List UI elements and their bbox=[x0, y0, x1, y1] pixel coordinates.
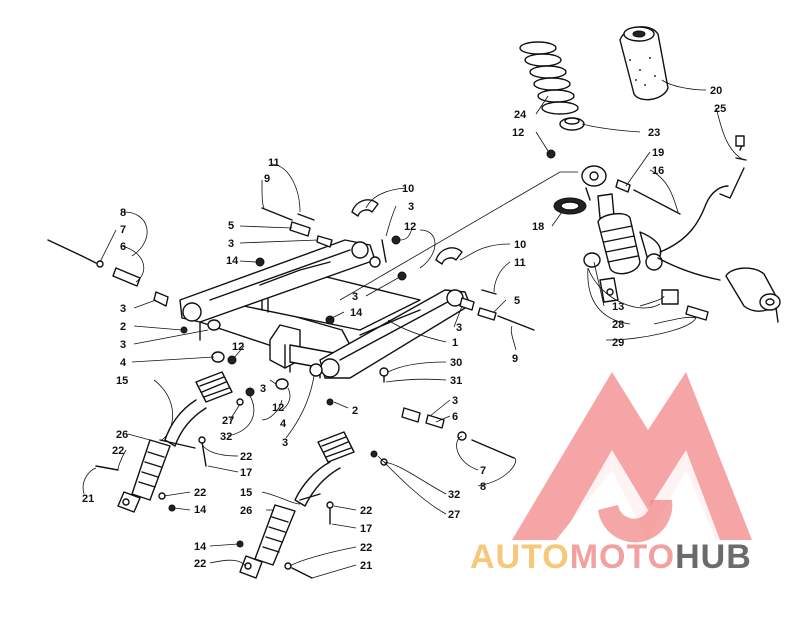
callout-17: 17 bbox=[360, 523, 372, 535]
callout-3: 3 bbox=[260, 383, 266, 395]
callout-numbers: 1 2 2 3 3 3 3 3 3 3 3 3 4 4 5 5 6 6 7 7 … bbox=[82, 85, 726, 572]
callout-3: 3 bbox=[408, 201, 414, 213]
callout-12: 12 bbox=[272, 402, 284, 414]
callout-15: 15 bbox=[116, 375, 128, 387]
callout-26: 26 bbox=[240, 505, 252, 517]
callout-6: 6 bbox=[452, 411, 458, 423]
callout-7: 7 bbox=[480, 465, 486, 477]
watermark-logo-icon bbox=[512, 372, 752, 543]
callout-18: 18 bbox=[532, 221, 544, 233]
callout-3: 3 bbox=[282, 437, 288, 449]
callout-9: 9 bbox=[264, 173, 270, 185]
callout-12: 12 bbox=[512, 127, 524, 139]
callout-3: 3 bbox=[352, 291, 358, 303]
left-foot-rest bbox=[95, 371, 255, 513]
callout-10: 10 bbox=[402, 183, 414, 195]
callout-14: 14 bbox=[194, 541, 207, 553]
callout-5: 5 bbox=[514, 295, 520, 307]
callout-28: 28 bbox=[612, 319, 624, 331]
callout-32: 32 bbox=[220, 431, 232, 443]
callout-26: 26 bbox=[116, 429, 128, 441]
callout-22: 22 bbox=[112, 445, 124, 457]
callout-3: 3 bbox=[120, 303, 126, 315]
callout-3: 3 bbox=[456, 322, 462, 334]
callout-25: 25 bbox=[714, 103, 726, 115]
callout-30: 30 bbox=[450, 357, 462, 369]
callout-14: 14 bbox=[226, 255, 239, 267]
callout-1: 1 bbox=[452, 337, 458, 349]
callout-8: 8 bbox=[480, 481, 486, 493]
watermark-hub: HUB bbox=[675, 538, 752, 576]
callout-22: 22 bbox=[360, 542, 372, 554]
callout-2: 2 bbox=[120, 321, 126, 333]
callout-32: 32 bbox=[448, 489, 460, 501]
callout-27: 27 bbox=[448, 509, 460, 521]
callout-12: 12 bbox=[404, 221, 416, 233]
callout-23: 23 bbox=[648, 127, 660, 139]
callout-11: 11 bbox=[514, 257, 526, 269]
callout-3: 3 bbox=[120, 339, 126, 351]
rubber-boot bbox=[619, 26, 669, 101]
callout-12: 12 bbox=[232, 341, 244, 353]
callout-8: 8 bbox=[120, 207, 126, 219]
callout-20: 20 bbox=[710, 85, 722, 97]
callout-2: 2 bbox=[352, 405, 358, 417]
callout-5: 5 bbox=[228, 220, 234, 232]
right-foot-rest bbox=[236, 431, 388, 579]
callout-22: 22 bbox=[194, 487, 206, 499]
left-hardware bbox=[47, 199, 401, 365]
callout-24: 24 bbox=[514, 109, 527, 121]
callout-10: 10 bbox=[514, 239, 526, 251]
callout-11: 11 bbox=[268, 157, 280, 169]
watermark-text: AUTOMOTOHUB bbox=[470, 538, 800, 588]
callout-29: 29 bbox=[612, 337, 624, 349]
callout-14: 14 bbox=[194, 504, 207, 516]
callout-21: 21 bbox=[360, 560, 372, 572]
callout-4: 4 bbox=[280, 418, 287, 430]
callout-9: 9 bbox=[512, 353, 518, 365]
leader-lines bbox=[82, 79, 745, 579]
callout-22: 22 bbox=[360, 505, 372, 517]
spring-coil bbox=[519, 41, 579, 115]
callout-3: 3 bbox=[452, 395, 458, 407]
right-hardware bbox=[275, 247, 535, 459]
callout-27: 27 bbox=[222, 415, 234, 427]
callout-22: 22 bbox=[240, 451, 252, 463]
callout-21: 21 bbox=[82, 493, 94, 505]
callout-4: 4 bbox=[120, 357, 127, 369]
callout-17: 17 bbox=[240, 467, 252, 479]
callout-14: 14 bbox=[350, 307, 363, 319]
callout-16: 16 bbox=[652, 165, 664, 177]
callout-3: 3 bbox=[228, 238, 234, 250]
watermark-moto: MOTO bbox=[569, 538, 676, 576]
callout-7: 7 bbox=[120, 224, 126, 236]
callout-19: 19 bbox=[652, 147, 664, 159]
callout-6: 6 bbox=[120, 241, 126, 253]
watermark-auto: AUTO bbox=[470, 538, 570, 576]
callout-15: 15 bbox=[240, 487, 252, 499]
left-rail-arm bbox=[179, 239, 376, 323]
callout-22: 22 bbox=[194, 558, 206, 570]
callout-13: 13 bbox=[612, 301, 624, 313]
callout-31: 31 bbox=[450, 375, 462, 387]
shock-absorber bbox=[519, 26, 781, 323]
